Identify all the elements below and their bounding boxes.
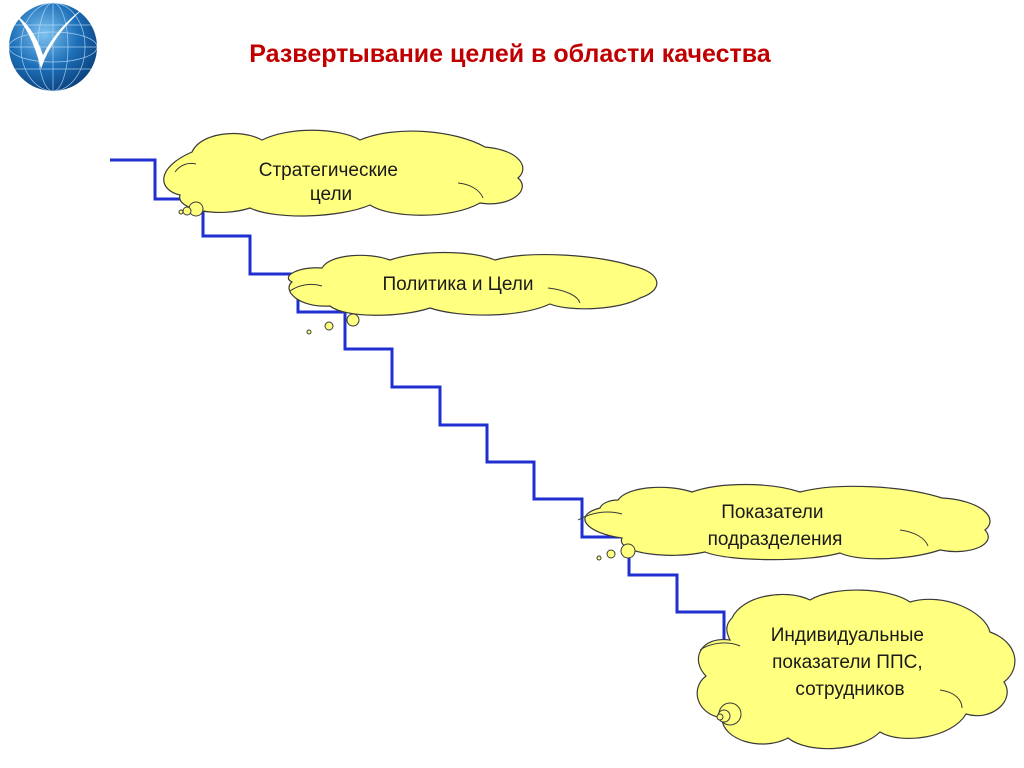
svg-text:Стратегические цели: Стратегические цели [259,160,403,205]
svg-text:Индивидуальные показател: Индивидуальные показатели ППС, сотрудник… [771,625,929,700]
cloud-strategic-goals: Стратегические цели [163,129,524,217]
staircase-line [110,158,726,650]
svg-text:Политика и Цели: Политика и Цели [383,274,534,295]
cloud-text-line: сотрудников [795,679,904,700]
cloud-department-indicators: Показатели подразделения [577,483,991,561]
cloud-individual-indicators: Индивидуальные показатели ППС, сотрудник… [696,589,1016,750]
cloud-text-line: Индивидуальные [771,625,924,646]
globe-logo-icon [8,2,98,92]
cloud-text-line: Политика и Цели [383,274,534,295]
cloud-text-line: Показатели [721,502,823,523]
cloud-text-line: подразделения [708,529,843,550]
cloud-text-line: Стратегические [259,160,398,181]
svg-text:Показатели подразделения: Показатели подразделения [708,502,843,550]
slide-title: Развертывание целей в области качества [249,40,771,68]
cloud-text-line: показатели ППС, [772,652,923,673]
cloud-text-line: цели [310,184,352,205]
cloud-policy-goals: Политика и Цели [287,251,658,335]
